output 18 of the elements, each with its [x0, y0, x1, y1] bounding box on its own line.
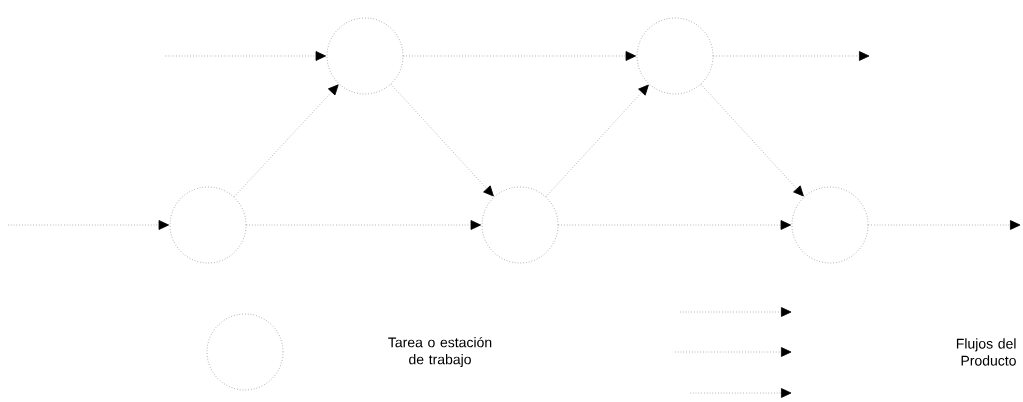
- arrow: [700, 83, 804, 197]
- arrow: [246, 220, 482, 230]
- station-circle: [636, 17, 714, 95]
- station-circle: [326, 17, 404, 95]
- arrow: [558, 220, 792, 230]
- arrow: [545, 84, 649, 198]
- legend-label: Tarea o estación de trabajo: [388, 336, 492, 368]
- arrow: [868, 220, 1021, 230]
- station-circle: [169, 186, 247, 264]
- legend-label: Flujos del Producto: [956, 338, 1016, 366]
- arrow: [403, 51, 637, 61]
- arrow: [713, 51, 870, 61]
- arrow: [7, 220, 170, 230]
- arrow: [233, 84, 339, 198]
- arrow: [164, 51, 327, 61]
- station-circle: [791, 186, 869, 264]
- station-circle: [481, 186, 559, 264]
- arrow: [390, 83, 494, 197]
